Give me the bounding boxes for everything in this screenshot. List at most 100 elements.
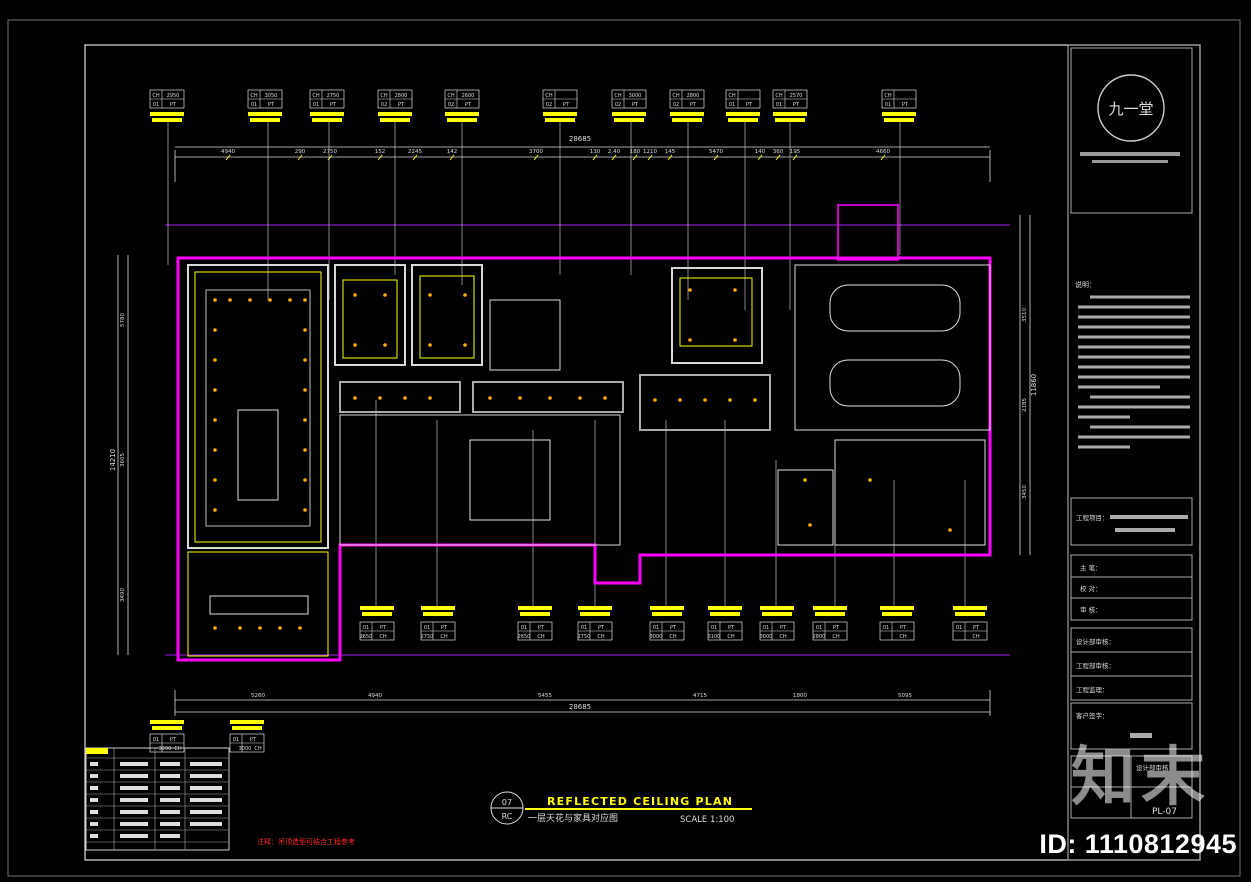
top-dimension-label: 360 xyxy=(773,149,784,155)
tag-pt-label: PT xyxy=(380,625,387,631)
tag-ch-value: 2650 xyxy=(518,634,531,640)
title-english: REFLECTED CEILING PLAN xyxy=(547,795,733,808)
tag-ch-value: 2800 xyxy=(687,93,700,99)
room-a-ceiling xyxy=(342,279,398,359)
tag-pt-number: 01 xyxy=(251,102,257,108)
bedroom-2 xyxy=(834,439,986,546)
tag-underline xyxy=(545,118,575,122)
dimension-tick xyxy=(592,154,598,161)
bottom-dimension-label: 5260 xyxy=(251,693,265,699)
row-client-sign: 客户签字： xyxy=(1076,711,1109,720)
tag-overline xyxy=(578,606,612,610)
tag-pt-number: 01 xyxy=(424,625,430,631)
tea-table xyxy=(209,595,309,615)
tag-pt-label: PT xyxy=(780,625,787,631)
downlight xyxy=(213,626,217,630)
dimension-tick xyxy=(449,154,455,161)
tag-pt-label: PT xyxy=(973,625,980,631)
tag-overline xyxy=(150,720,184,724)
tag-ch-value: 2750 xyxy=(578,634,591,640)
tag-underline xyxy=(670,112,704,116)
tag-ch-label: CH xyxy=(775,93,782,99)
tag-underline xyxy=(882,112,916,116)
dimension-tick xyxy=(412,154,418,161)
room-b xyxy=(411,264,483,366)
tag-pt-label: PT xyxy=(793,102,800,108)
tag-pt-number: 02 xyxy=(381,102,387,108)
tag-ch-label: CH xyxy=(832,634,839,640)
tea-room xyxy=(187,551,329,657)
tag-ch-value: 3100 xyxy=(708,634,721,640)
tag-overline xyxy=(230,720,264,724)
tag-underline xyxy=(726,112,760,116)
downlight xyxy=(213,298,217,302)
tag-overline xyxy=(520,612,550,616)
stair-hall xyxy=(489,299,561,371)
top-dimension-label: 180 xyxy=(630,149,641,155)
room-a xyxy=(334,264,406,366)
logo-circle xyxy=(1097,74,1165,142)
dining-ceiling-inner xyxy=(205,289,311,527)
tag-pt-label: PT xyxy=(563,102,570,108)
right-dimension-lines xyxy=(1019,215,1031,555)
downlight xyxy=(403,396,407,400)
tag-overline xyxy=(580,612,610,616)
top-dimension-label: 130 xyxy=(590,149,601,155)
dining-table xyxy=(237,409,279,501)
tag-pt-number: 02 xyxy=(673,102,679,108)
tag-ch-value: 3000 xyxy=(239,746,252,752)
downlight xyxy=(303,448,307,452)
bottom-dimension-label: 5455 xyxy=(538,693,552,699)
tag-pt-label: PT xyxy=(170,737,177,743)
downlight xyxy=(258,626,262,630)
left-dimension-label: 3605 xyxy=(120,453,126,467)
downlight xyxy=(353,396,357,400)
tag-overline xyxy=(708,606,742,610)
downlight xyxy=(303,388,307,392)
tag-ch-label: CH xyxy=(152,93,159,99)
tag-pt-number: 01 xyxy=(729,102,735,108)
tag-ch-label: CH xyxy=(614,93,621,99)
tag-underline xyxy=(612,112,646,116)
tag-overline xyxy=(955,612,985,616)
tag-overline xyxy=(953,606,987,610)
tag-ch-label: CH xyxy=(727,634,734,640)
tag-ch-value: 2800 xyxy=(813,634,826,640)
downlight xyxy=(353,343,357,347)
tag-ch-label: CH xyxy=(254,746,261,752)
downlight xyxy=(213,328,217,332)
tag-pt-label: PT xyxy=(268,102,275,108)
downlight xyxy=(603,396,607,400)
top-dimension-label: 142 xyxy=(447,149,458,155)
tag-pt-number: 01 xyxy=(763,625,769,631)
downlight xyxy=(428,343,432,347)
light-fixtures xyxy=(213,288,952,630)
tag-ch-value: 2600 xyxy=(462,93,475,99)
tag-overline xyxy=(362,612,392,616)
dimension-tick xyxy=(533,154,539,161)
right-dimension-label: 2185 xyxy=(1022,398,1028,412)
tag-ch-value: 2950 xyxy=(167,93,180,99)
row-engineering-review: 工程部审核： xyxy=(1076,661,1115,670)
downlight xyxy=(678,398,682,402)
floor-plan xyxy=(176,204,992,662)
bathroom xyxy=(777,469,834,546)
downlight xyxy=(703,398,707,402)
tag-underline xyxy=(775,118,805,122)
living-room xyxy=(339,414,621,546)
dimension-tick xyxy=(327,154,333,161)
tag-ch-label: CH xyxy=(672,93,679,99)
project-label: 工程项目： xyxy=(1076,513,1109,522)
tag-ch-label: CH xyxy=(899,634,906,640)
top-dimension-label: 290 xyxy=(295,149,306,155)
bottom-dimension-lines xyxy=(174,690,991,716)
grid-lines xyxy=(165,224,1010,656)
tag-pt-label: PT xyxy=(598,625,605,631)
